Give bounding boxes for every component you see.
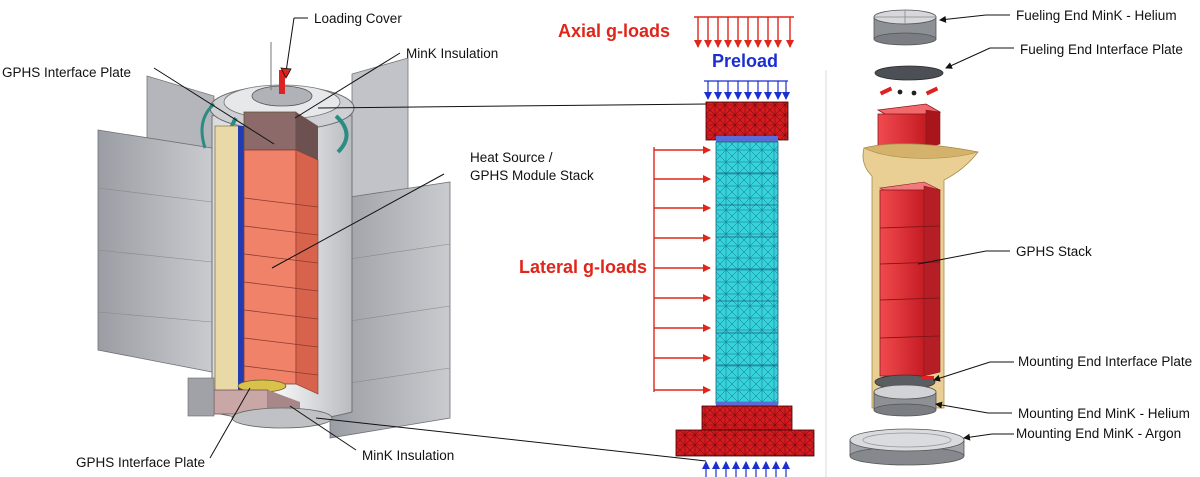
insulation-liner [214, 125, 241, 393]
fin-left-front [97, 129, 213, 373]
fe-model: Axial g-loads Preload [519, 16, 815, 477]
cutaway-assembly [97, 42, 451, 439]
label-fueling-end-mink-helium: Fueling End MinK - Helium [1016, 8, 1177, 23]
label-mounting-end-interface-plate: Mounting End Interface Plate [1018, 354, 1192, 369]
gphs-module-stack [243, 149, 319, 395]
exploded-view [849, 9, 979, 466]
fueling-end-mink-part [873, 9, 937, 46]
label-preload: Preload [712, 51, 778, 71]
label-axial-g-loads: Axial g-loads [558, 21, 670, 41]
right-callouts: Fueling End MinK - Helium Fueling End In… [917, 8, 1192, 441]
label-gphs-stack: GPHS Stack [1016, 244, 1092, 259]
blue-liner [238, 126, 244, 392]
label-gphs-interface-plate-bottom: GPHS Interface Plate [76, 455, 205, 470]
axial-load-arrows [694, 16, 794, 48]
mounting-end-mink-helium-part [873, 384, 937, 417]
fueling-end-block-part [876, 103, 942, 149]
fe-top-end-cap [705, 101, 789, 141]
small-fittings [879, 86, 939, 96]
fe-bottom-plate [701, 405, 793, 431]
fe-bottom-base [675, 429, 815, 457]
mink-top-block [243, 111, 297, 151]
left-callouts: Loading Cover MinK Insulation GPHS Inter… [2, 11, 708, 470]
exploded-gphs-stack [878, 181, 942, 377]
label-mink-insulation-top: MinK Insulation [406, 46, 498, 61]
label-gphs-module-stack: GPHS Module Stack [470, 168, 594, 183]
fueling-end-plate-part [874, 65, 944, 81]
preload-arrows-top [704, 80, 790, 100]
label-loading-cover: Loading Cover [314, 11, 402, 26]
label-fueling-end-interface-plate: Fueling End Interface Plate [1020, 42, 1183, 57]
fe-gphs-stack-mesh [715, 141, 779, 405]
label-heat-source: Heat Source / [470, 150, 553, 165]
lateral-load-arrows [653, 146, 711, 394]
label-mounting-end-mink-helium: Mounting End MinK - Helium [1018, 406, 1190, 421]
label-mounting-end-mink-argon: Mounting End MinK - Argon [1016, 426, 1181, 441]
label-mink-insulation-bottom: MinK Insulation [362, 448, 454, 463]
label-gphs-interface-plate-top: GPHS Interface Plate [2, 65, 131, 80]
preload-arrows-bottom [702, 461, 790, 477]
label-lateral-g-loads: Lateral g-loads [519, 257, 647, 277]
mounting-end-mink-argon-part [849, 428, 965, 466]
